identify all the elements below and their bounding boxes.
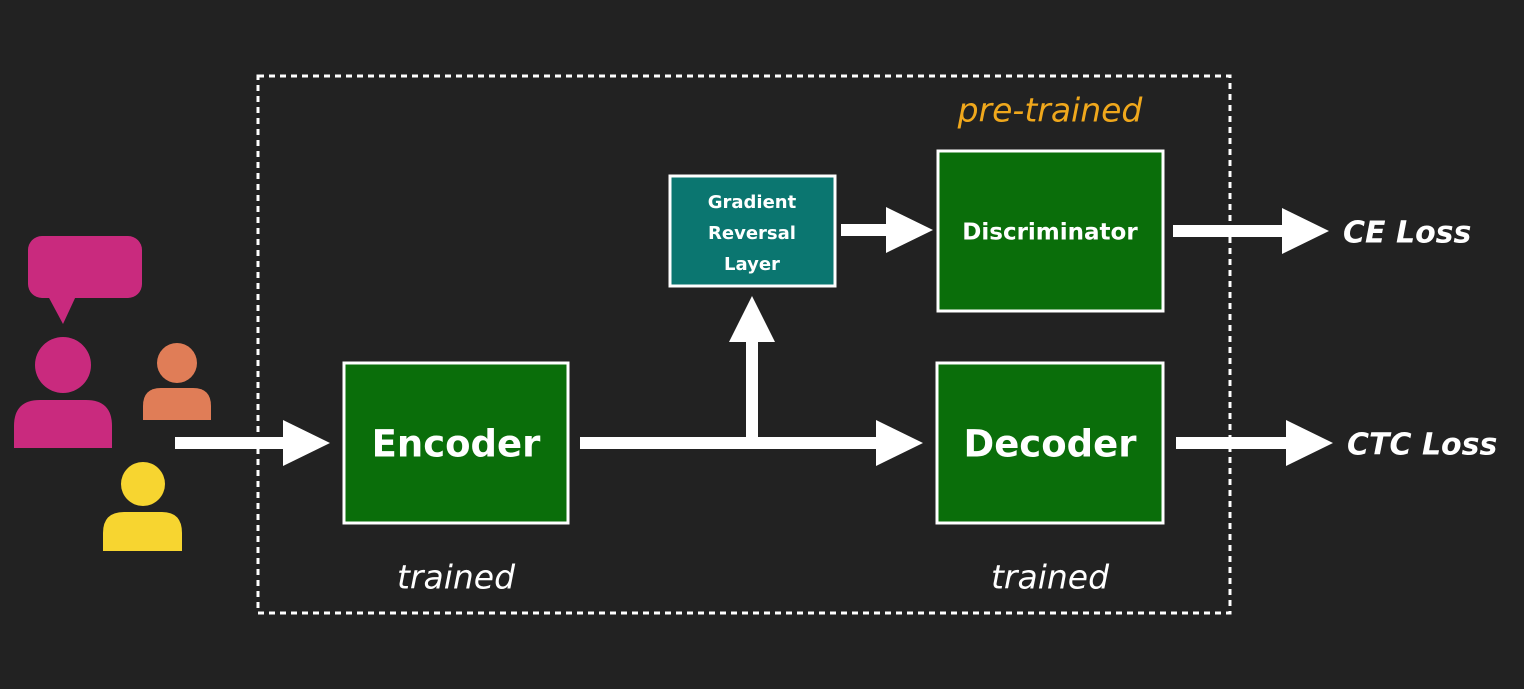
- pre-trained-annotation: pre-trained: [957, 91, 1144, 130]
- ctc-loss-label: CTC Loss: [1347, 428, 1497, 463]
- speaker-main-icon: [14, 337, 112, 448]
- discriminator-label: Discriminator: [962, 220, 1138, 246]
- ce-loss-label: CE Loss: [1343, 216, 1471, 251]
- encoder-label: Encoder: [372, 423, 542, 466]
- decoder-trained-annotation: trained: [991, 558, 1110, 597]
- speakers-icon: [14, 236, 211, 551]
- grl-label-line3: Layer: [724, 254, 780, 275]
- grl-label-line1: Gradient: [708, 192, 797, 213]
- arrow-input-to-encoder: [175, 420, 330, 466]
- decoder-block: Decoder: [935, 361, 1165, 525]
- encoder-block: Encoder: [342, 361, 570, 525]
- speaker-yellow-icon: [103, 462, 182, 551]
- encoder-trained-annotation: trained: [397, 558, 516, 597]
- arrow-discriminator-to-ce-loss: [1173, 208, 1329, 254]
- arrow-grl-to-discriminator: [841, 207, 933, 253]
- model-boundary: [256, 74, 1232, 615]
- arrow-decoder-to-ctc-loss: [1176, 420, 1333, 466]
- discriminator-block: Discriminator: [936, 149, 1165, 313]
- gradient-reversal-layer-block: Gradient Reversal Layer: [668, 174, 837, 288]
- arrow-encoder-to-decoder: [580, 420, 923, 466]
- arrow-up-to-grl: [729, 296, 775, 438]
- speech-bubble-icon: [28, 236, 142, 324]
- grl-label-line2: Reversal: [708, 223, 796, 244]
- decoder-label: Decoder: [964, 423, 1138, 466]
- speaker-orange-icon: [143, 343, 211, 420]
